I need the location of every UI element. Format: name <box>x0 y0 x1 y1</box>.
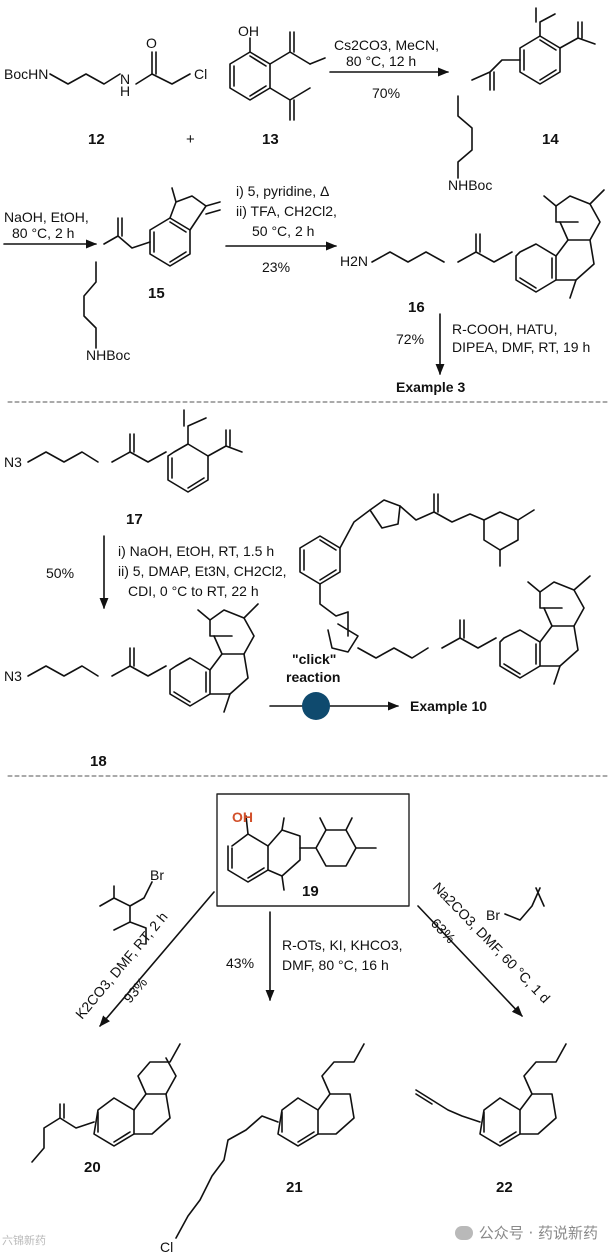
left-yield: 93% <box>120 974 150 1006</box>
compound-19-box <box>216 793 410 907</box>
plus-sign: + <box>186 131 195 148</box>
click-reaction-dot <box>302 692 330 720</box>
step1-cond1: Cs2CO3, MeCN, <box>334 37 439 53</box>
h2n-label: H2N <box>340 253 368 269</box>
step5-cond3: CDI, 0 °C to RT, 22 h <box>128 583 259 599</box>
bochn-label: BocHN <box>4 66 48 82</box>
label-22: 22 <box>496 1179 513 1196</box>
label-14: 14 <box>542 131 559 148</box>
mid-cond2: DMF, 80 °C, 16 h <box>282 957 389 973</box>
watermark-text: 公众号 · 药说新药 <box>478 1224 598 1242</box>
label-12: 12 <box>88 131 105 148</box>
watermark: 公众号 · 药说新药 <box>454 1222 598 1243</box>
br-left: Br <box>150 867 164 883</box>
step2-cond2: 80 °C, 2 h <box>12 225 74 241</box>
arrow-to-22 <box>417 905 523 1017</box>
nhboc-14: NHBoc <box>448 177 492 193</box>
step3-cond2: ii) TFA, CH2Cl2, <box>236 203 337 219</box>
step5-yield: 50% <box>46 565 74 581</box>
example3-label: Example 3 <box>396 379 465 395</box>
nhboc-15: NHBoc <box>86 347 130 363</box>
nh-12: H <box>120 83 130 99</box>
structure-example10 <box>299 493 591 685</box>
structure-13 <box>229 31 326 121</box>
label-15: 15 <box>148 285 165 302</box>
structure-17 <box>27 409 243 493</box>
n3-18: N3 <box>4 668 22 684</box>
structure-18 <box>27 603 259 713</box>
br-right: Br <box>486 907 500 923</box>
arrow-to-20 <box>99 891 215 1027</box>
label-16: 16 <box>408 299 425 316</box>
step3-cond1: i) 5, pyridine, Δ <box>236 183 329 199</box>
o-12: O <box>146 35 157 51</box>
cl-label: Cl <box>194 66 207 82</box>
click-label2: reaction <box>286 669 340 685</box>
step4-yield: 72% <box>396 331 424 347</box>
label-17: 17 <box>126 511 143 528</box>
mid-cond1: R-OTs, KI, KHCO3, <box>282 937 403 953</box>
click-label1: "click" <box>292 651 336 667</box>
example10-label: Example 10 <box>410 698 487 714</box>
n3-17: N3 <box>4 454 22 470</box>
step4-cond2: DIPEA, DMF, RT, 19 h <box>452 339 590 355</box>
structure-12 <box>49 51 191 85</box>
label-18: 18 <box>90 753 107 770</box>
structure-14 <box>457 7 596 179</box>
structure-21 <box>175 1043 365 1239</box>
structure-19 <box>227 815 377 891</box>
step3-cond3: 50 °C, 2 h <box>252 223 314 239</box>
step4-cond1: R-COOH, HATU, <box>452 321 558 337</box>
label-21: 21 <box>286 1179 303 1196</box>
structure-22 <box>415 1043 567 1147</box>
right-yield: 63% <box>428 915 459 946</box>
step1-cond2: 80 °C, 12 h <box>346 53 416 69</box>
wechat-icon <box>454 1225 473 1240</box>
svg-text:N: N <box>120 71 130 87</box>
step5-cond2: ii) 5, DMAP, Et3N, CH2Cl2, <box>118 563 287 579</box>
mid-yield: 43% <box>226 955 254 971</box>
structure-20 <box>31 1043 181 1163</box>
oh-19: OH <box>232 809 253 825</box>
oh-13: OH <box>238 23 259 39</box>
structure-15 <box>83 187 221 349</box>
step1-yield: 70% <box>372 85 400 101</box>
label-13: 13 <box>262 131 279 148</box>
watermark-left: 六锦新药 <box>2 1234 46 1247</box>
step3-yield: 23% <box>262 259 290 275</box>
cl-21: Cl <box>160 1239 173 1255</box>
label-19: 19 <box>302 883 319 900</box>
step2-cond1: NaOH, EtOH, <box>4 209 89 225</box>
step5-cond1: i) NaOH, EtOH, RT, 1.5 h <box>118 543 274 559</box>
label-20: 20 <box>84 1159 101 1176</box>
structure-16 <box>371 189 605 299</box>
